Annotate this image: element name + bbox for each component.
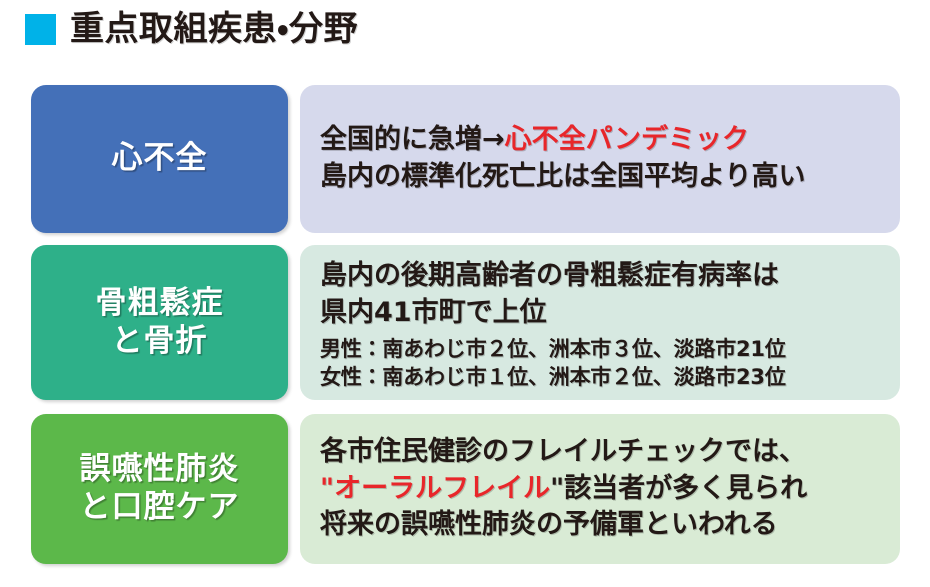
topic-panel-osteoporosis: 島内の後期高齢者の骨粗鬆症有病率は 県内41市町で上位 男性：南あわじ市２位、洲… xyxy=(300,245,900,400)
topic-label-heart-failure: 心不全 xyxy=(31,85,288,233)
topic-label-osteoporosis: 骨粗鬆症 と骨折 xyxy=(31,245,288,400)
topic-row-heart-failure: 心不全 全国的に急増→心不全パンデミック 島内の標準化死亡比は全国平均より高い xyxy=(31,85,900,233)
topic-label-line-2: と口腔ケア xyxy=(79,489,240,525)
topic-row-osteoporosis: 骨粗鬆症 と骨折 島内の後期高齢者の骨粗鬆症有病率は 県内41市町で上位 男性：… xyxy=(31,245,900,400)
topic-text-line-4-female-ranking: 女性：南あわじ市１位、洲本市２位、淡路市23位 xyxy=(320,364,786,389)
square-bullet-icon xyxy=(25,13,56,45)
topic-text-line-2: "オーラルフレイル"該当者が多く見られ xyxy=(320,471,900,508)
topic-label-line-1: 誤嚥性肺炎 xyxy=(79,451,240,488)
topic-text-line-2: 県内41市町で上位 xyxy=(320,296,547,328)
topic-panel-heart-failure: 全国的に急増→心不全パンデミック 島内の標準化死亡比は全国平均より高い xyxy=(300,85,900,233)
topic-text-line-3: 将来の誤嚥性肺炎の予備軍といわれる xyxy=(320,509,778,541)
topic-label-aspiration-pneumonia: 誤嚥性肺炎 と口腔ケア xyxy=(31,414,288,564)
topic-text-highlight: オーラルフレイル xyxy=(334,472,551,504)
page-title-text: 重点取組疾患・分野 xyxy=(70,9,359,49)
topic-text-quote-close: " xyxy=(550,472,565,504)
topic-text-quote-open: " xyxy=(320,472,335,504)
topic-text-line-3-male-ranking: 男性：南あわじ市２位、洲本市３位、淡路市21位 xyxy=(320,336,786,361)
topic-row-aspiration-pneumonia: 誤嚥性肺炎 と口腔ケア 各市住民健診のフレイルチェックでは、 "オーラルフレイル… xyxy=(31,414,900,564)
topic-text-highlight: 心不全パンデミック xyxy=(504,124,749,156)
topic-label-line-1: 心不全 xyxy=(111,140,208,177)
topic-text-line-1: 全国的に急増→心不全パンデミック xyxy=(320,122,900,159)
topic-text-line-1: 島内の後期高齢者の骨粗鬆症有病率は xyxy=(320,260,779,292)
topic-text-plain: 該当者が多く見られ xyxy=(564,472,808,504)
page-title: 重点取組疾患・分野 xyxy=(25,12,358,46)
topic-panel-aspiration-pneumonia: 各市住民健診のフレイルチェックでは、 "オーラルフレイル"該当者が多く見られ 将… xyxy=(300,414,900,564)
topic-text-plain: 全国的に急増→ xyxy=(320,124,505,156)
topic-text-line-1: 各市住民健診のフレイルチェックでは、 xyxy=(320,435,806,467)
topic-text-line-2: 島内の標準化死亡比は全国平均より高い xyxy=(320,161,806,192)
topic-label-line-1: 骨粗鬆症 xyxy=(95,284,224,321)
topic-label-line-2: と骨折 xyxy=(111,322,208,359)
